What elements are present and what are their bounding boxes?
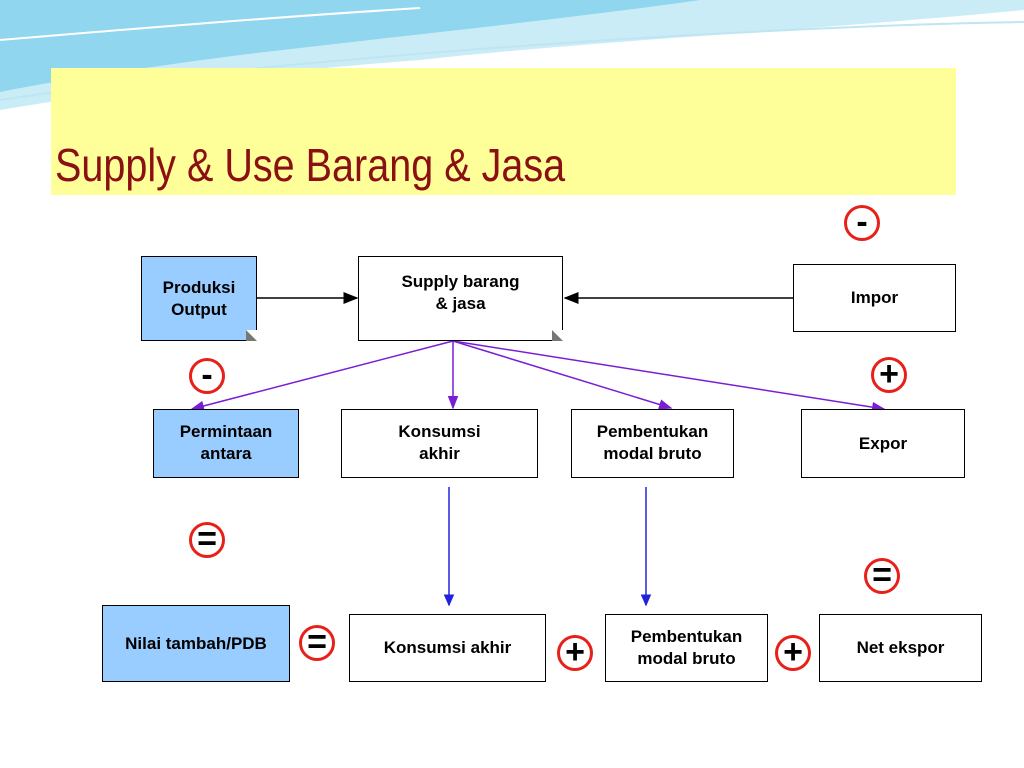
operator-plus-1: + xyxy=(557,635,593,671)
box-produksi-label: Produksi Output xyxy=(162,277,236,319)
box-produksi-output: Produksi Output xyxy=(141,256,257,341)
box-konsumsi-akhir-bottom: Konsumsi akhir xyxy=(349,614,546,682)
box-pembentukan-bottom-label: Pembentukan modal bruto xyxy=(630,627,743,668)
box-expor-label: Expor xyxy=(858,433,908,453)
box-pembentukan-top: Pembentukan modal bruto xyxy=(571,409,734,478)
operator-plus-2-symbol: + xyxy=(783,632,803,671)
operator-plus-2: + xyxy=(775,635,811,671)
box-net-ekspor-label: Net ekspor xyxy=(856,638,945,657)
box-permintaan-antara: Permintaan antara xyxy=(153,409,299,478)
operator-minus-impor: - xyxy=(844,205,880,241)
operator-plus-expor: + xyxy=(871,357,907,393)
operator-equals-right: = xyxy=(864,558,900,594)
box-konsumsi-bottom-label: Konsumsi akhir xyxy=(383,638,512,657)
title-band xyxy=(51,68,956,195)
arrow-supply-to-pembentukan xyxy=(452,340,673,410)
box-nilai-tambah-label: Nilai tambah/PDB xyxy=(125,633,267,653)
operator-equals-left: = xyxy=(189,522,225,558)
box-pembentukan-bottom: Pembentukan modal bruto xyxy=(605,614,768,682)
operator-minus-permintaan: - xyxy=(189,358,225,394)
arrow-supply-to-expor xyxy=(452,340,886,413)
slide-title: Supply & Use Barang & Jasa xyxy=(55,139,566,191)
box-nilai-tambah-pdb: Nilai tambah/PDB xyxy=(102,605,290,682)
operator-equals-right-symbol: = xyxy=(872,555,892,594)
box-konsumsi-akhir-top: Konsumsi akhir xyxy=(341,409,538,478)
box-net-ekspor: Net ekspor xyxy=(819,614,982,682)
operator-minus-permintaan-symbol: - xyxy=(201,355,213,394)
box-expor: Expor xyxy=(801,409,965,478)
operator-plus-expor-symbol: + xyxy=(879,354,899,393)
box-impor-label: Impor xyxy=(850,288,899,307)
box-supply-barang-jasa: Supply barang & jasa xyxy=(358,256,563,341)
operator-plus-1-symbol: + xyxy=(565,632,585,671)
box-permintaan-label: Permintaan antara xyxy=(179,422,273,463)
operator-equals-left-symbol: = xyxy=(197,519,217,558)
box-pembentukan-top-label: Pembentukan modal bruto xyxy=(596,422,709,463)
arrow-supply-to-permintaan xyxy=(190,340,454,412)
operator-equals-bottom-symbol: = xyxy=(307,622,327,661)
box-supply-label: Supply barang & jasa xyxy=(401,272,520,313)
operator-equals-bottom: = xyxy=(299,625,335,661)
operator-minus-impor-symbol: - xyxy=(856,202,868,241)
box-impor: Impor xyxy=(793,264,956,332)
box-konsumsi-top-label: Konsumsi akhir xyxy=(398,422,481,463)
